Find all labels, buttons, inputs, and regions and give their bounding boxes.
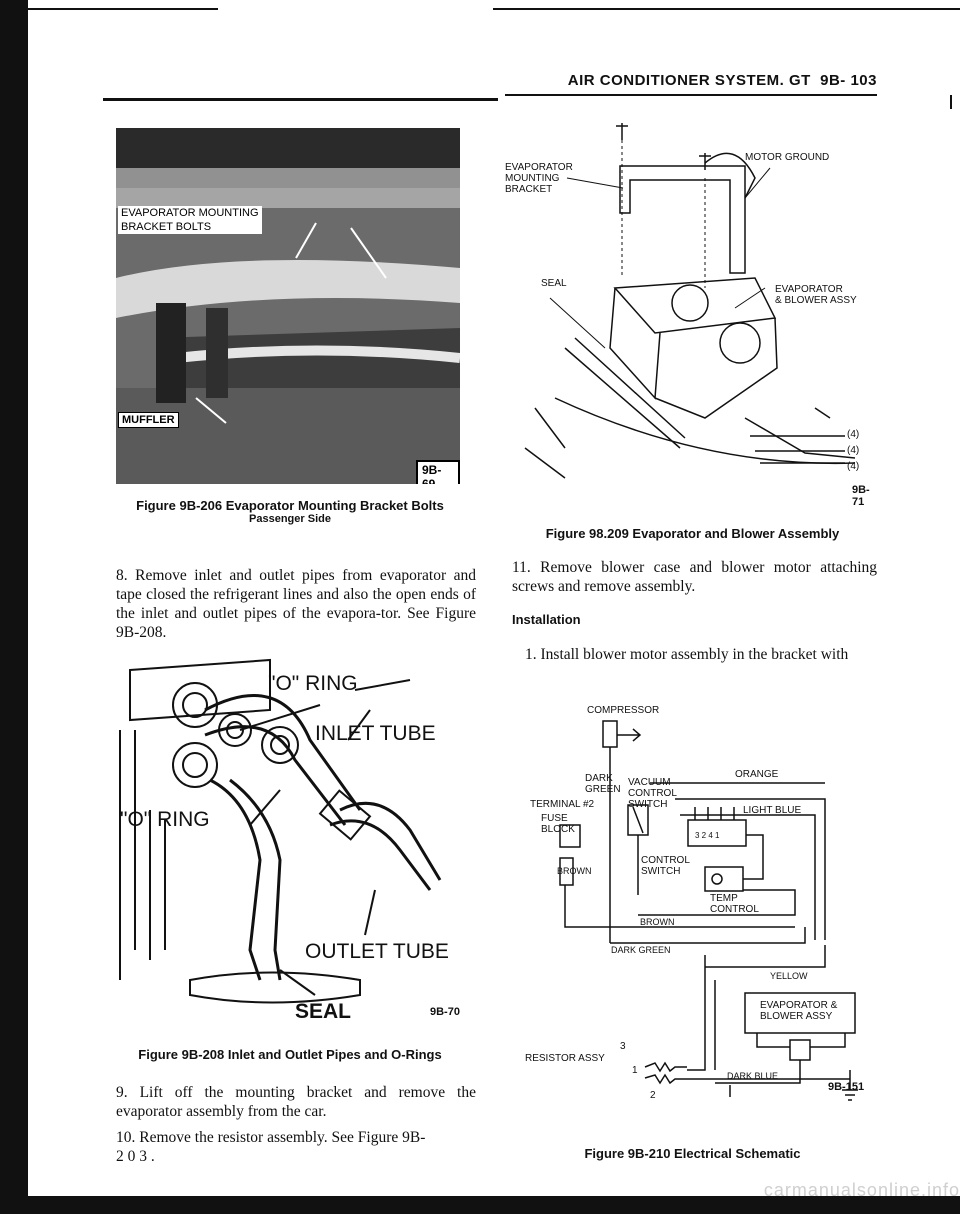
figure-9b-208: "O" RING INLET TUBE "O" RING OUTLET TUBE…	[110, 650, 470, 1023]
page-footer-bar	[28, 1196, 960, 1214]
figure-tag: 9B-151	[828, 1081, 865, 1093]
dark-blue-wire-label: DARK BLUE	[727, 1071, 779, 1081]
header-rule	[505, 94, 877, 96]
watermark: carmanualsonline.info	[763, 1180, 960, 1200]
header-rule	[103, 98, 498, 101]
step-10-line: 10. Remove the resistor assembly. See Fi…	[116, 1129, 426, 1146]
brown-wire-label: BROWN	[640, 917, 675, 927]
fuse-block-label: FUSE BLOCK	[541, 813, 575, 835]
muffler-label: MUFFLER	[118, 412, 179, 428]
yellow-wire-label: YELLOW	[770, 971, 808, 981]
install-step-1-text: 1. Install blower motor assembly in the …	[525, 646, 849, 663]
quantity-label: (4)	[847, 461, 860, 472]
blower-assembly-drawing	[524, 123, 856, 479]
figure-9b-210: COMPRESSOR DARK GREEN TERMINAL #2 FUSE B…	[505, 695, 880, 1115]
quantity-label: (4)	[847, 445, 860, 456]
o-ring-label: "O" RING	[120, 808, 210, 831]
temp-control-label: TEMP CONTROL	[710, 893, 759, 915]
label-line: GREEN	[585, 784, 621, 795]
vacuum-switch-label: VACUUM CONTROL SWITCH	[628, 777, 677, 810]
resistor-assy-label: RESISTOR ASSY	[525, 1053, 605, 1064]
label-line: EVAPORATOR	[775, 284, 843, 295]
inlet-tube-label: INLET TUBE	[315, 722, 436, 745]
label-line: BRACKET	[505, 184, 553, 195]
figure-caption: Figure 9B-208 Inlet and Outlet Pipes and…	[138, 1047, 442, 1062]
page-binding-bar	[0, 0, 28, 1214]
dark-green-wire-label: DARK GREEN	[611, 945, 671, 955]
evaporator-mounting-bracket-label: EVAPORATOR MOUNTING BRACKET	[505, 162, 573, 195]
pipes-drawing	[119, 658, 442, 1004]
label-line: CONTROL	[710, 904, 759, 915]
figure-caption: Figure 98.209 Evaporator and Blower Asse…	[545, 526, 840, 541]
step-10-text: 10. Remove the resistor assembly. See Fi…	[116, 1128, 476, 1166]
orange-wire-label: ORANGE	[735, 769, 779, 780]
brown-wire-label: BROWN	[557, 866, 592, 876]
page-header: AIR CONDITIONER SYSTEM. GT 9B- 103	[505, 72, 877, 89]
label-line: EVAPORATOR	[505, 162, 573, 173]
page-number: 9B- 103	[820, 72, 877, 89]
label-line: TEMP	[710, 893, 738, 904]
label-line: EVAPORATOR &	[760, 1000, 838, 1011]
dark-green-label: DARK GREEN	[585, 773, 621, 795]
seal-label: SEAL	[295, 1000, 352, 1023]
label-line: & BLOWER ASSY	[775, 295, 857, 306]
terminal-numbers: 3 2 4 1	[695, 831, 720, 840]
figure-tag: 9B-70	[430, 1006, 460, 1018]
label-line: CONTROL	[641, 855, 690, 866]
light-blue-wire-label: LIGHT BLUE	[743, 805, 802, 816]
figure-tag: 9B-71	[852, 484, 870, 508]
label-line: VACUUM	[628, 777, 671, 788]
motor-ground-label: MOTOR GROUND	[745, 152, 830, 163]
label-line: MOUNTING	[505, 173, 560, 184]
label-line: SWITCH	[641, 866, 681, 877]
label-line: CONTROL	[628, 788, 677, 799]
label-line: SWITCH	[628, 799, 668, 810]
section-title: AIR CONDITIONER SYSTEM. GT	[567, 72, 811, 89]
photo-illustration	[116, 128, 460, 484]
resistor-pin-label: 1	[632, 1065, 638, 1076]
header-tick	[950, 95, 952, 109]
compressor-label: COMPRESSOR	[587, 705, 660, 716]
electrical-schematic	[559, 720, 858, 1101]
step-8-text: 8. Remove inlet and outlet pipes from ev…	[116, 567, 476, 641]
terminal-label: TERMINAL #2	[530, 799, 595, 810]
step-10-line: 2 0 3 .	[116, 1148, 155, 1165]
figure-9b-206-photo: EVAPORATOR MOUNTING BRACKET BOLTS MUFFLE…	[116, 128, 460, 484]
top-rule	[493, 8, 960, 10]
label-line: FUSE	[541, 813, 568, 824]
seal-label: SEAL	[541, 278, 567, 289]
resistor-pin-label: 2	[650, 1090, 656, 1101]
evaporator-blower-assy-label: EVAPORATOR & BLOWER ASSY	[760, 1000, 837, 1022]
evaporator-blower-assy-label: EVAPORATOR & BLOWER ASSY	[775, 284, 857, 306]
top-rule	[28, 8, 218, 10]
photo-label-line: EVAPORATOR MOUNTING	[121, 207, 259, 219]
step-11-text: 11. Remove blower case and blower motor …	[512, 559, 877, 595]
outlet-tube-label: OUTLET TUBE	[305, 940, 449, 963]
figure-caption: Figure 9B-206 Evaporator Mounting Bracke…	[136, 498, 444, 513]
label-line: DARK	[585, 773, 613, 784]
photo-label: EVAPORATOR MOUNTING BRACKET BOLTS	[118, 206, 262, 234]
installation-heading: Installation	[512, 612, 581, 627]
figure-tag: 9B-69	[416, 460, 460, 484]
figure-caption: Figure 9B-210 Electrical Schematic	[584, 1146, 801, 1161]
figure-98-209: EVAPORATOR MOUNTING BRACKET MOTOR GROUND…	[505, 118, 880, 508]
o-ring-label: "O" RING	[268, 672, 358, 695]
resistor-pin-label: 3	[620, 1041, 626, 1052]
quantity-label: (4)	[847, 429, 860, 440]
control-switch-label: CONTROL SWITCH	[641, 855, 690, 877]
step-9-text: 9. Lift off the mounting bracket and rem…	[116, 1084, 476, 1120]
label-line: BLOCK	[541, 824, 575, 835]
photo-label-line: BRACKET BOLTS	[121, 221, 212, 233]
label-line: BLOWER ASSY	[760, 1011, 833, 1022]
figure-subcaption: Passenger Side	[249, 513, 331, 525]
